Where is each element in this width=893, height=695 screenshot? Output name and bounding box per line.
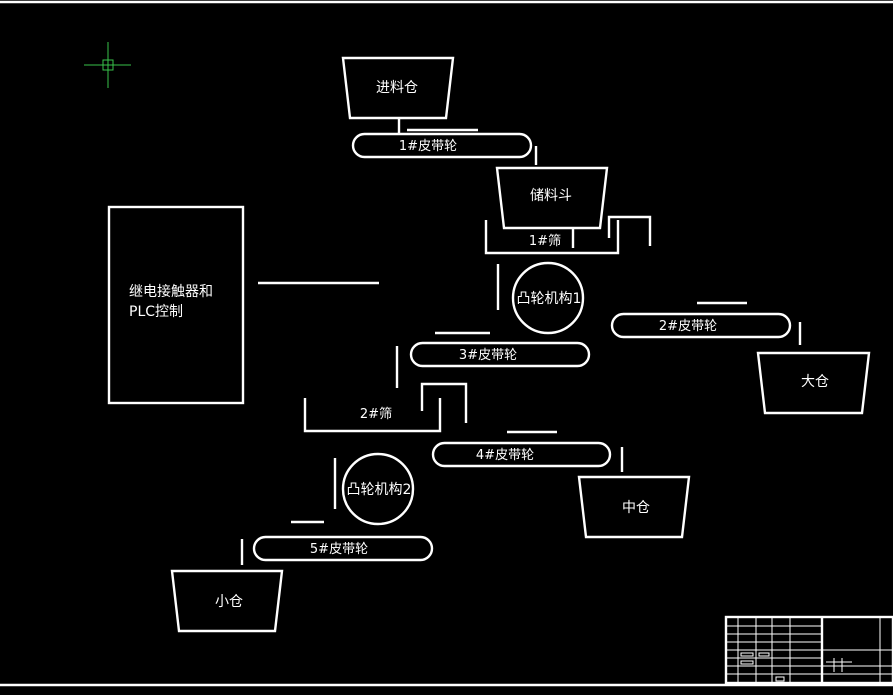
conveyor-belt-1: 1#皮带轮 <box>351 132 533 159</box>
medium-bin-label: 中仓 <box>622 500 650 516</box>
storage-hopper-label: 储料斗 <box>530 188 572 204</box>
crosshair-cursor-icon[interactable] <box>84 42 131 88</box>
screen-1: 1#筛 <box>484 215 652 255</box>
screen-2: 2#筛 <box>303 382 468 433</box>
controller-label-line1: 继电接触器和 <box>129 283 213 300</box>
conveyor-belt-5-label: 5#皮带轮 <box>310 542 368 557</box>
large-bin: 大仓 <box>756 351 871 415</box>
conveyor-belt-5: 5#皮带轮 <box>252 535 434 562</box>
conveyor-belt-4-label: 4#皮带轮 <box>476 448 534 463</box>
cam-mechanism-2-label: 凸轮机构2 <box>347 482 412 498</box>
small-bin-label: 小仓 <box>215 594 243 610</box>
conveyor-belt-2-label: 2#皮带轮 <box>659 319 717 334</box>
conveyor-belt-2: 2#皮带轮 <box>610 312 792 339</box>
feed-bin: 进料仓 <box>341 56 455 120</box>
controller-box: 继电接触器和 PLC控制 <box>107 205 245 405</box>
conveyor-belt-4: 4#皮带轮 <box>431 441 612 468</box>
conveyor-belt-1-label: 1#皮带轮 <box>399 139 457 154</box>
title-block-table <box>724 615 893 685</box>
cam-mechanism-1-label: 凸轮机构1 <box>517 291 582 307</box>
storage-hopper: 储料斗 <box>495 166 609 230</box>
medium-bin: 中仓 <box>577 475 691 539</box>
screen-2-label: 2#筛 <box>360 407 392 422</box>
cam-mechanism-2: 凸轮机构2 <box>333 452 415 526</box>
large-bin-label: 大仓 <box>801 374 829 390</box>
conveyor-belt-3: 3#皮带轮 <box>409 341 591 368</box>
conveyor-belt-3-label: 3#皮带轮 <box>459 348 517 363</box>
screen-1-label: 1#筛 <box>529 234 561 249</box>
small-bin: 小仓 <box>170 569 284 633</box>
feed-bin-label: 进料仓 <box>376 80 418 96</box>
controller-label-line2: PLC控制 <box>129 304 183 320</box>
cam-mechanism-1: 凸轮机构1 <box>496 261 585 335</box>
